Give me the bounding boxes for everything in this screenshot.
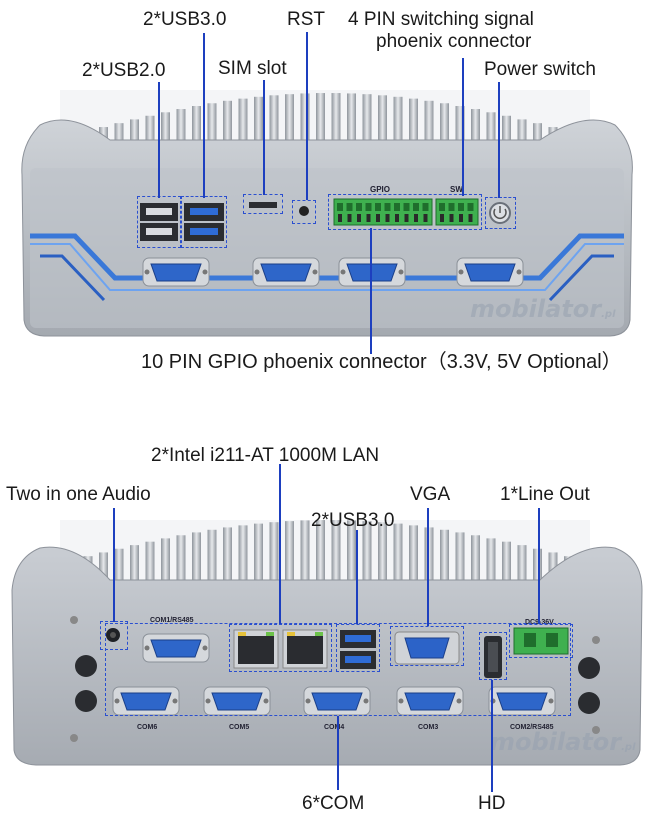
label-sim: SIM slot bbox=[218, 58, 287, 79]
sw-connector bbox=[435, 198, 479, 226]
label-lan: 2*Intel i211-AT 1000M LAN bbox=[151, 445, 380, 466]
gpio-caption: GPIO bbox=[370, 185, 391, 194]
bottom-device-image bbox=[11, 520, 643, 766]
watermark-bottom: mobilator.pl bbox=[490, 728, 636, 756]
top-com-ports bbox=[142, 257, 524, 287]
label-gpio: 10 PIN GPIO phoenix connector（3.3V, 5V O… bbox=[141, 351, 622, 373]
usb2-highlight bbox=[137, 196, 181, 248]
vga-highlight bbox=[390, 626, 464, 666]
label-usb2: 2*USB2.0 bbox=[82, 60, 166, 81]
antenna-right-1 bbox=[578, 657, 600, 679]
com3-caption: COM3 bbox=[418, 724, 439, 731]
top-device-image bbox=[21, 90, 633, 337]
label-usb3-top: 2*USB3.0 bbox=[143, 9, 227, 30]
antenna-right-2 bbox=[578, 692, 600, 714]
line-out-connector bbox=[513, 627, 569, 655]
label-vga: VGA bbox=[410, 484, 451, 505]
usb3-ports bbox=[184, 203, 224, 241]
vga-port bbox=[394, 631, 460, 665]
usb2-ports bbox=[140, 203, 178, 241]
watermark: mobilator.pl bbox=[470, 295, 616, 323]
antenna-left-2 bbox=[75, 690, 97, 712]
label-4pin: 4 PIN switching signal bbox=[348, 9, 534, 30]
label-power: Power switch bbox=[484, 59, 596, 80]
usb3-ports-bottom bbox=[340, 630, 376, 669]
label-hd: HD bbox=[478, 793, 506, 814]
com2-caption: COM2/RS485 bbox=[510, 724, 554, 731]
gpio-connector bbox=[333, 198, 433, 226]
label-rst: RST bbox=[287, 9, 325, 30]
rst-button bbox=[299, 206, 309, 216]
lan-highlight bbox=[229, 624, 332, 672]
com5-caption: COM5 bbox=[229, 724, 250, 731]
label-line-out: 1*Line Out bbox=[500, 484, 590, 505]
line-out-highlight bbox=[509, 624, 573, 658]
com6-caption: COM6 bbox=[137, 724, 158, 731]
sw-caption: SW bbox=[450, 185, 463, 194]
label-audio: Two in one Audio bbox=[6, 484, 151, 505]
bottom-com-ports bbox=[112, 633, 556, 716]
usb3-highlight bbox=[181, 196, 227, 248]
lan-ports bbox=[233, 629, 328, 669]
hd-highlight bbox=[479, 632, 507, 680]
blue-stripe bbox=[30, 233, 624, 281]
rst-highlight bbox=[292, 200, 316, 224]
gpio-highlight bbox=[328, 194, 482, 230]
com-highlight bbox=[105, 623, 571, 716]
com4-caption: COM4 bbox=[324, 724, 345, 731]
label-usb3-bottom: 2*USB3.0 bbox=[311, 510, 395, 531]
power-highlight bbox=[485, 197, 516, 229]
usb3-highlight-bottom bbox=[336, 624, 380, 672]
antenna-left-1 bbox=[75, 655, 97, 677]
sim-slot bbox=[249, 202, 277, 208]
com1-caption: COM1/RS485 bbox=[150, 617, 194, 624]
label-com: 6*COM bbox=[302, 793, 365, 814]
sim-highlight bbox=[243, 194, 283, 214]
label-4pin-2: phoenix connector bbox=[376, 31, 532, 52]
